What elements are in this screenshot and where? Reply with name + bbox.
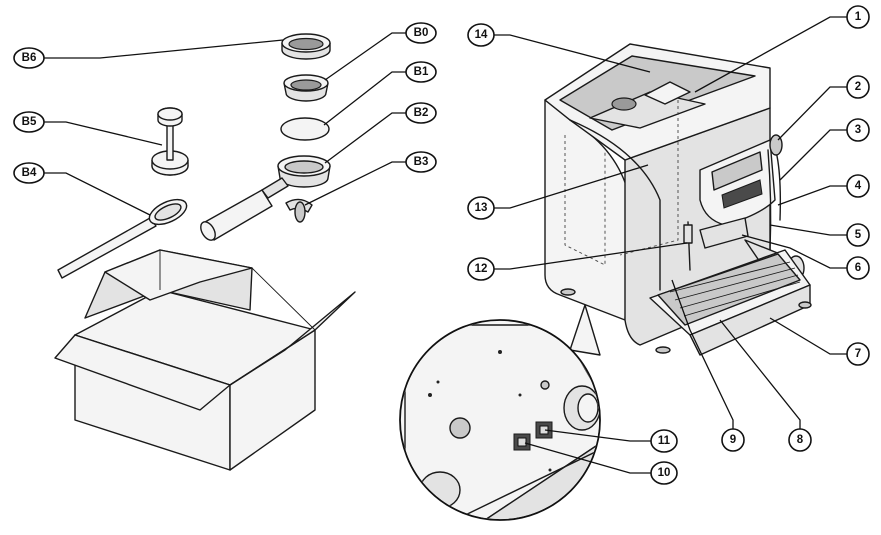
svg-text:9: 9 [730,434,736,446]
callout-b0: B0 [405,22,437,44]
callout-12: 12 [467,257,495,281]
espresso-machine-icon [544,43,812,356]
svg-text:8: 8 [797,434,804,446]
svg-text:B1: B1 [414,66,429,78]
callout-11: 11 [650,429,678,453]
callout-13: 13 [467,196,495,220]
svg-text:B0: B0 [414,27,429,39]
callout-9: 9 [721,428,745,452]
callout-5: 5 [846,223,870,247]
callout-7: 7 [846,342,870,366]
svg-text:B4: B4 [22,167,37,179]
svg-text:14: 14 [475,29,488,41]
filter-basket-icon [280,33,331,141]
callout-14: 14 [467,23,495,47]
callout-1: 1 [846,5,870,29]
svg-text:7: 7 [855,348,861,360]
callout-8: 8 [788,428,812,452]
svg-text:2: 2 [855,81,861,93]
svg-text:B5: B5 [22,116,37,128]
callout-b4: B4 [13,162,45,184]
callout-b2: B2 [405,102,437,124]
svg-text:5: 5 [855,229,862,241]
measuring-spoon-icon [57,198,188,279]
svg-text:11: 11 [658,435,671,447]
svg-text:6: 6 [855,262,861,274]
callout-b5: B5 [13,111,45,133]
open-cardboard-box-icon [54,249,356,471]
callout-6: 6 [846,256,870,280]
svg-text:12: 12 [475,263,488,275]
callout-10: 10 [650,461,678,485]
svg-text:1: 1 [855,11,862,23]
svg-text:B3: B3 [414,156,429,168]
tamper-icon [151,107,189,176]
svg-text:4: 4 [855,180,862,192]
svg-text:10: 10 [658,467,671,479]
svg-text:B2: B2 [414,107,429,119]
callout-b3: B3 [405,151,437,173]
callout-2: 2 [846,75,870,99]
portafilter-icon [200,155,331,241]
callout-4: 4 [846,174,870,198]
callout-b6: B6 [13,47,45,69]
callout-b1: B1 [405,61,437,83]
svg-text:B6: B6 [22,52,37,64]
svg-text:3: 3 [855,124,861,136]
callout-3: 3 [846,118,870,142]
rear-panel-detail-icon [399,304,601,521]
svg-text:13: 13 [475,202,488,214]
